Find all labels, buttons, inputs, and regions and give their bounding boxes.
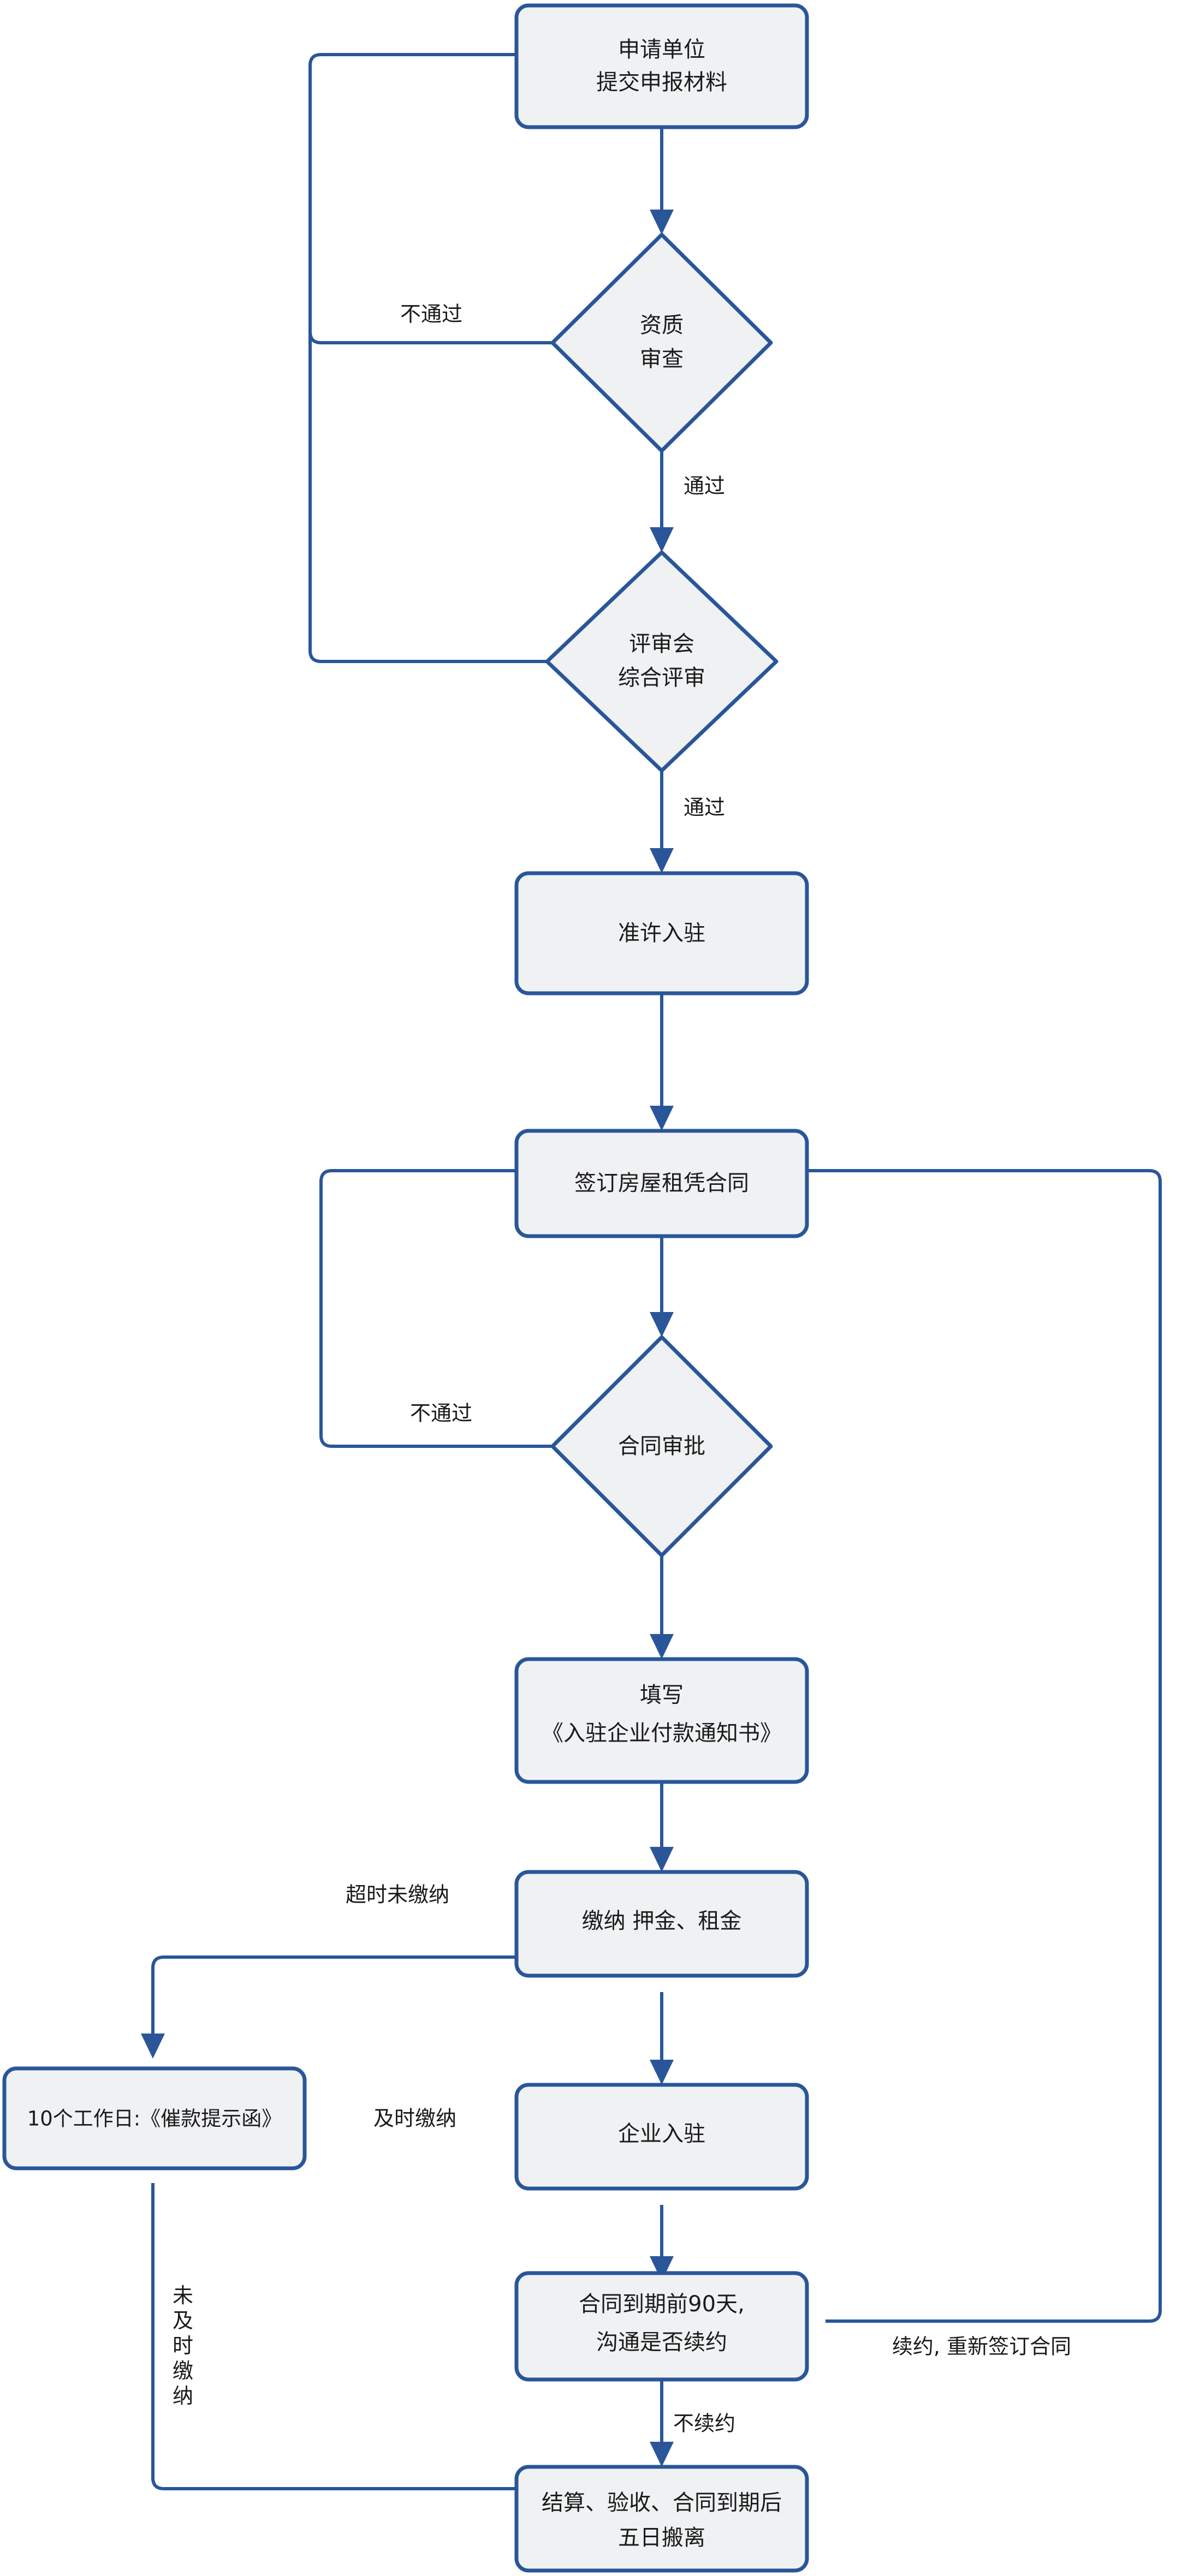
node-settlement-acceptance-moveout-line2: 五日搬离	[618, 2525, 705, 2550]
edge-label-renew-resign-contract: 续约, 重新签订合同	[892, 2335, 1071, 2359]
connector-n8-to-n10	[650, 1992, 674, 2085]
node-qualification-review-shape[interactable]	[550, 232, 773, 453]
node-enterprise-move-in-label: 企业入驻	[618, 2121, 705, 2146]
node-sign-rental-contract-label: 签订房屋租凭合同	[574, 1171, 749, 1196]
edge-label-payment-ontime: 及时缴纳	[373, 2107, 456, 2131]
edge-label-not-paid-on-time: 未及时缴纳	[173, 2283, 193, 2408]
node-contract-expiry-90days-line1: 合同到期前90天,	[579, 2292, 745, 2317]
node-qualification-review[interactable]: 资质 审查	[550, 232, 773, 453]
node-apply-submit-materials-shape[interactable]	[514, 3, 809, 129]
connector-n3-to-n4	[650, 770, 674, 873]
node-enterprise-move-in[interactable]: 企业入驻	[514, 2083, 809, 2191]
node-fill-payment-notice-shape[interactable]	[514, 1657, 809, 1784]
node-fill-payment-notice[interactable]: 填写 《入驻企业付款通知书》	[514, 1657, 809, 1784]
node-contract-expiry-90days-line2: 沟通是否续约	[596, 2330, 727, 2355]
node-qualification-review-line2: 审查	[640, 347, 684, 372]
node-enterprise-move-in-shape[interactable]	[514, 2083, 809, 2191]
edge-label-contract-fail: 不通过	[410, 1402, 472, 1426]
connector-n11-norenew-to-n12	[650, 2380, 674, 2467]
edge-label-payment-overdue: 超时未缴纳	[346, 1883, 449, 1907]
node-permit-entry-shape[interactable]	[514, 871, 809, 995]
node-apply-submit-materials-line2: 提交申报材料	[596, 70, 727, 95]
node-pay-deposit-rent[interactable]: 缴纳 押金、租金	[514, 1870, 809, 1978]
connector-n3-fail-to-n1	[308, 65, 553, 663]
node-permit-entry[interactable]: 准许入驻	[514, 871, 809, 995]
connector-n1-to-n2	[650, 127, 674, 235]
connector-n7-to-n8	[650, 1782, 674, 1872]
node-contract-expiry-90days-shape[interactable]	[514, 2271, 809, 2382]
connector-n2-to-n3	[650, 448, 674, 552]
edge-label-qualification-pass: 通过	[684, 474, 725, 498]
edge-label-committee-pass: 通过	[684, 796, 725, 820]
node-settlement-acceptance-moveout-line1: 结算、验收、合同到期后	[542, 2490, 782, 2515]
node-payment-reminder-letter-shape[interactable]	[2, 2066, 307, 2170]
node-pay-deposit-rent-shape[interactable]	[514, 1870, 809, 1978]
node-sign-rental-contract[interactable]: 签订房屋租凭合同	[514, 1129, 809, 1238]
node-apply-submit-materials[interactable]: 申请单位 提交申报材料	[514, 3, 809, 129]
node-payment-reminder-letter[interactable]: 10个工作日:《催款提示函》	[2, 2066, 307, 2170]
node-permit-entry-label: 准许入驻	[618, 921, 705, 946]
node-committee-review-line2: 综合评审	[618, 665, 705, 690]
edge-label-qualification-fail: 不通过	[400, 302, 462, 326]
connector-n4-to-n5	[650, 993, 674, 1131]
node-payment-reminder-letter-label: 10个工作日:《催款提示函》	[27, 2107, 282, 2131]
node-contract-approval[interactable]: 合同审批	[550, 1335, 773, 1558]
node-contract-expiry-90days[interactable]: 合同到期前90天, 沟通是否续约	[514, 2271, 809, 2382]
node-committee-review-shape[interactable]	[545, 550, 779, 773]
node-settlement-acceptance-moveout[interactable]: 结算、验收、合同到期后 五日搬离	[514, 2465, 809, 2573]
node-contract-approval-label: 合同审批	[618, 1434, 705, 1459]
node-settlement-acceptance-moveout-shape[interactable]	[514, 2465, 809, 2573]
node-committee-review-line1: 评审会	[629, 631, 694, 657]
connector-n6-to-n7	[650, 1555, 674, 1659]
node-sign-rental-contract-shape[interactable]	[514, 1129, 809, 1238]
edge-label-no-renew: 不续约	[673, 2412, 735, 2436]
node-fill-payment-notice-line1: 填写	[640, 1683, 684, 1708]
node-fill-payment-notice-line2: 《入驻企业付款通知书》	[542, 1721, 782, 1746]
node-pay-deposit-rent-label: 缴纳 押金、租金	[582, 1909, 742, 1934]
connector-n8-overdue-to-n9	[141, 1955, 607, 2059]
node-committee-review[interactable]: 评审会 综合评审	[545, 550, 779, 773]
connector-n10-to-n11	[650, 2205, 674, 2281]
connector-n5-to-n6	[650, 1236, 674, 1337]
node-apply-submit-materials-line1: 申请单位	[618, 37, 705, 62]
node-qualification-review-line1: 资质	[640, 313, 684, 338]
node-contract-approval-shape[interactable]	[550, 1335, 773, 1558]
